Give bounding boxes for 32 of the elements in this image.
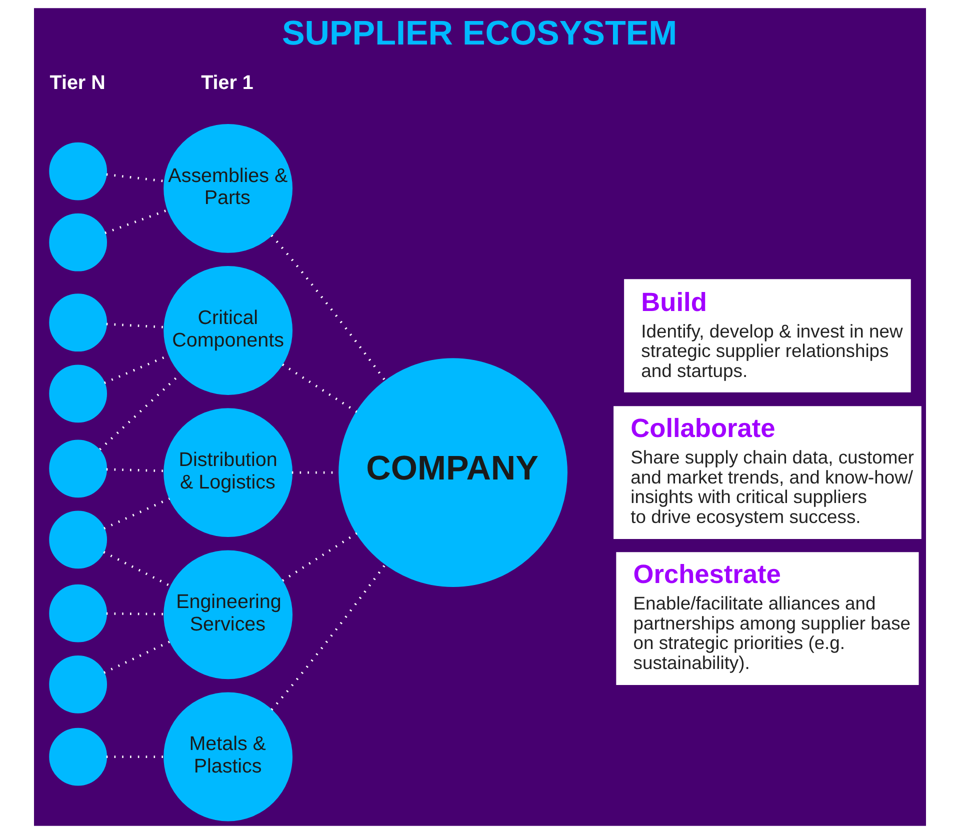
connector bbox=[104, 640, 171, 674]
node-circle: COMPANY bbox=[338, 358, 568, 588]
node-circle: Engineering Services bbox=[164, 550, 293, 680]
diagram-title: SUPPLIER ECOSYSTEM bbox=[282, 14, 678, 53]
node-box: Build Identify, develop & invest in new strategic supplier relationships and startups. bbox=[624, 279, 911, 392]
node-circle bbox=[49, 584, 108, 642]
connector bbox=[106, 468, 164, 472]
connector bbox=[104, 208, 168, 234]
node-circle bbox=[49, 294, 108, 352]
connector bbox=[106, 173, 165, 182]
node-circle: Metals & Plastics bbox=[164, 692, 293, 822]
connector bbox=[282, 364, 358, 413]
node-circle bbox=[49, 364, 108, 423]
node-circle bbox=[49, 142, 108, 200]
node-circle bbox=[49, 728, 108, 786]
connector bbox=[282, 532, 358, 582]
node-circle bbox=[49, 510, 108, 569]
node-circle bbox=[49, 655, 108, 714]
node-box: Collaborate Share supply chain data, customer and market trends, and know-how/ insights with critical suppliers to drive ecosystem success. bbox=[614, 406, 922, 540]
connector bbox=[270, 234, 386, 382]
node-circle bbox=[49, 440, 108, 498]
node-circle bbox=[49, 213, 108, 272]
connector bbox=[103, 551, 172, 588]
connector bbox=[270, 564, 386, 711]
node-circle: Distribution & Logistics bbox=[164, 408, 293, 538]
node-circle: Assemblies & Parts bbox=[164, 124, 293, 253]
node-box: Orchestrate Enable/facilitate alliances and partnerships among supplier base on strategic priorities (e.g. sustainability). bbox=[616, 552, 919, 686]
label: Tier N bbox=[50, 72, 106, 94]
label: Tier 1 bbox=[201, 72, 254, 94]
node-circle: Critical Components bbox=[164, 266, 293, 395]
connector bbox=[106, 322, 164, 328]
connector bbox=[104, 498, 170, 530]
